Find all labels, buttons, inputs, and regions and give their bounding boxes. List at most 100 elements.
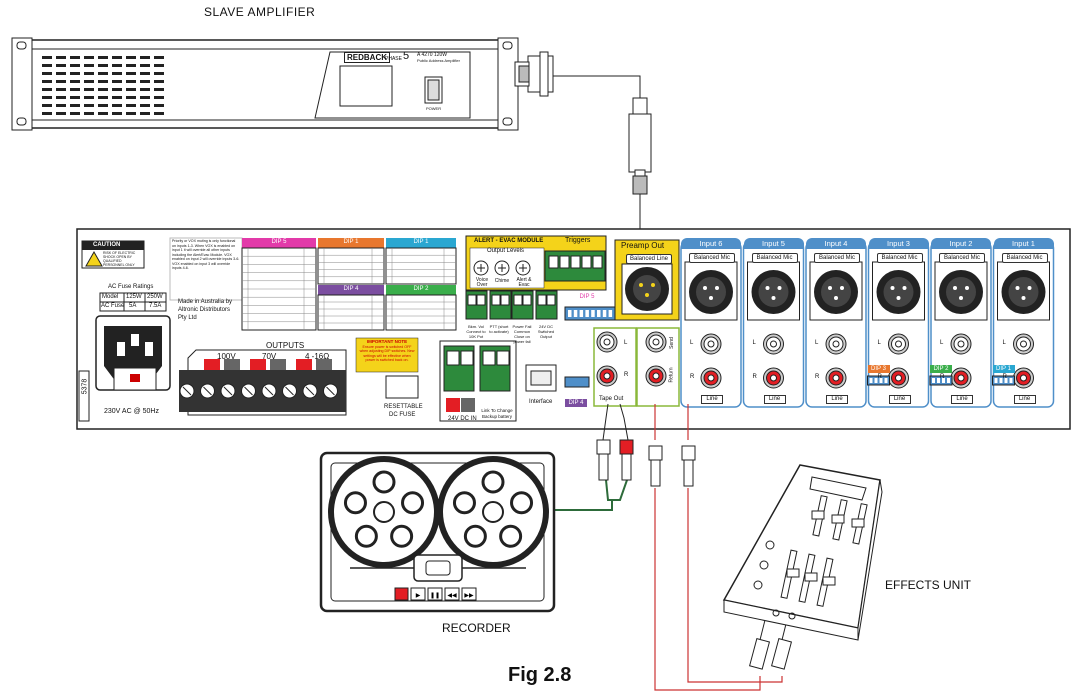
- dip1-header-orange: DIP 1: [343, 239, 359, 245]
- balanced-line-label: Balanced Line: [626, 254, 672, 264]
- dc-switched-label: 24V DC Switched Output: [537, 324, 555, 339]
- power-label: POWER: [426, 106, 442, 111]
- line-label-5: Line: [763, 395, 786, 404]
- important-title: IMPORTANT NOTE: [366, 339, 408, 344]
- input-r-2: R: [940, 374, 945, 380]
- input-r-3: R: [877, 374, 882, 380]
- output-100v: 100V: [217, 352, 236, 361]
- preamp-out-label: Preamp Out: [621, 241, 665, 250]
- rca-cables: [555, 403, 788, 691]
- return-label: Return: [668, 367, 675, 383]
- fuse-title: AC Fuse Ratings: [108, 284, 154, 290]
- dc-in-label: 24V DC IN: [448, 416, 477, 422]
- svg-text:▶: ▶: [416, 592, 421, 599]
- input-header-2: Input 2: [931, 238, 991, 249]
- effects-unit: [722, 464, 883, 641]
- xlr-cable: [514, 51, 652, 236]
- input-l-1: L: [1002, 340, 1006, 346]
- fuse-75a: 7.5A: [149, 303, 162, 309]
- send-label: Send: [668, 337, 675, 349]
- dip4-header: DIP 4: [343, 286, 359, 292]
- input-l-5: L: [752, 340, 756, 346]
- alert-module-title: ALERT - EVAC MODULE: [474, 238, 544, 244]
- balanced-mic-label-1: Balanced Mic: [1001, 253, 1048, 263]
- dip2-header: DIP 2: [413, 286, 429, 292]
- outputs-label: OUTPUTS: [266, 341, 305, 350]
- input-l-6: L: [690, 340, 694, 346]
- caution-title: CAUTION: [93, 242, 121, 248]
- chime-label: Chime: [494, 278, 510, 284]
- phase-label: PHASE: [385, 56, 402, 62]
- dc-fuse-label: DC FUSE: [389, 412, 416, 418]
- output-70v: 70V: [262, 352, 277, 361]
- important-text: Ensure power is switched OFF when adjust…: [359, 345, 415, 363]
- dip1-header: DIP 1: [413, 239, 429, 245]
- dip5-header: DIP 5: [271, 239, 287, 245]
- brand-logo: REDBACK: [344, 52, 390, 63]
- line-label-2: Line: [951, 395, 973, 404]
- side-code: 5378: [81, 378, 89, 395]
- dip1-switch-label: DIP 1: [992, 365, 1015, 373]
- vox-note: Priority or VOX muting is only functiona…: [172, 239, 240, 270]
- link-change-label: Link To Change Backup battery: [481, 408, 513, 419]
- effects-unit-title: EFFECTS UNIT: [885, 578, 971, 592]
- input-r-5: R: [752, 374, 757, 380]
- input-header-6: Input 6: [681, 238, 741, 249]
- power-fail-label: Power Fail Common Close on power fail: [512, 324, 532, 344]
- line-label-4: Line: [826, 395, 848, 404]
- input-r-4: R: [815, 374, 820, 380]
- bkg-vol-label: Bkm. Vol Connect to 10K Pot: [466, 324, 486, 339]
- ac-input-label: 230V AC @ 50Hz: [104, 408, 159, 415]
- input-header-5: Input 5: [743, 238, 804, 249]
- rca-plugs: [596, 439, 793, 670]
- fuse-125: 125W: [126, 294, 142, 300]
- output-levels-label: Output Levels: [487, 248, 525, 254]
- input-header-4: Input 4: [806, 238, 866, 249]
- tape-r: R: [624, 372, 629, 378]
- svg-text:❚❚: ❚❚: [430, 592, 440, 599]
- line-label-6: Line: [701, 395, 723, 404]
- alert-evac-label: Alert & Evac: [516, 277, 532, 288]
- dip5-label: DIP 5: [579, 294, 595, 300]
- fuse-5a: 5A: [129, 303, 137, 309]
- recorder-title: RECORDER: [442, 621, 511, 635]
- phase-number: 5: [403, 50, 410, 62]
- svg-text:◀◀: ◀◀: [447, 592, 457, 599]
- output-4-16: 4 -16Ω: [305, 352, 330, 361]
- line-label-3: Line: [888, 395, 911, 404]
- input-header-3: Input 3: [868, 238, 929, 249]
- balanced-mic-label-5: Balanced Mic: [751, 253, 798, 263]
- resettable-label: RESETTABLE: [384, 404, 423, 410]
- triggers-label: Triggers: [565, 237, 591, 244]
- input-l-2: L: [940, 340, 944, 346]
- svg-text:▶▶: ▶▶: [464, 592, 474, 599]
- made-in-label: Made in Australia by Altronic Distributo…: [178, 299, 233, 321]
- fuse-model: Model: [102, 294, 119, 300]
- tape-out-label: Tape Out: [599, 396, 624, 402]
- fuse-label: AC Fuse: [101, 303, 125, 309]
- model-label: A 4270 120W: [417, 52, 448, 58]
- dip3-switch-label: DIP 3: [867, 365, 890, 373]
- input-header-1: Input 1: [993, 238, 1054, 249]
- voice-over-label: Voice Over: [475, 277, 489, 288]
- interface-label: Interface: [529, 399, 553, 405]
- fuse-250: 250W: [147, 294, 163, 300]
- balanced-mic-label-4: Balanced Mic: [814, 253, 860, 263]
- dip2-switch-label: DIP 2: [930, 365, 952, 373]
- input-l-4: L: [815, 340, 819, 346]
- balanced-mic-label-2: Balanced Mic: [939, 253, 985, 263]
- tape-l: L: [624, 340, 628, 346]
- figure-label: Fig 2.8: [508, 664, 572, 686]
- model-sub: Public Address Amplifier: [417, 58, 460, 63]
- dip4-label: DIP 4: [568, 400, 584, 406]
- balanced-mic-label-6: Balanced Mic: [689, 253, 735, 263]
- input-r-1: R: [1002, 374, 1007, 380]
- input-r-6: R: [690, 374, 695, 380]
- balanced-mic-label-3: Balanced Mic: [876, 253, 923, 263]
- line-label-1: Line: [1013, 395, 1036, 404]
- caution-text: RISK OF ELECTRIC SHOCK OPEN BY QUALIFIED…: [103, 251, 136, 267]
- ptt-label: PTT (short to activate): [489, 324, 509, 334]
- input-l-3: L: [877, 340, 881, 346]
- slave-amplifier-title: SLAVE AMPLIFIER: [204, 5, 316, 19]
